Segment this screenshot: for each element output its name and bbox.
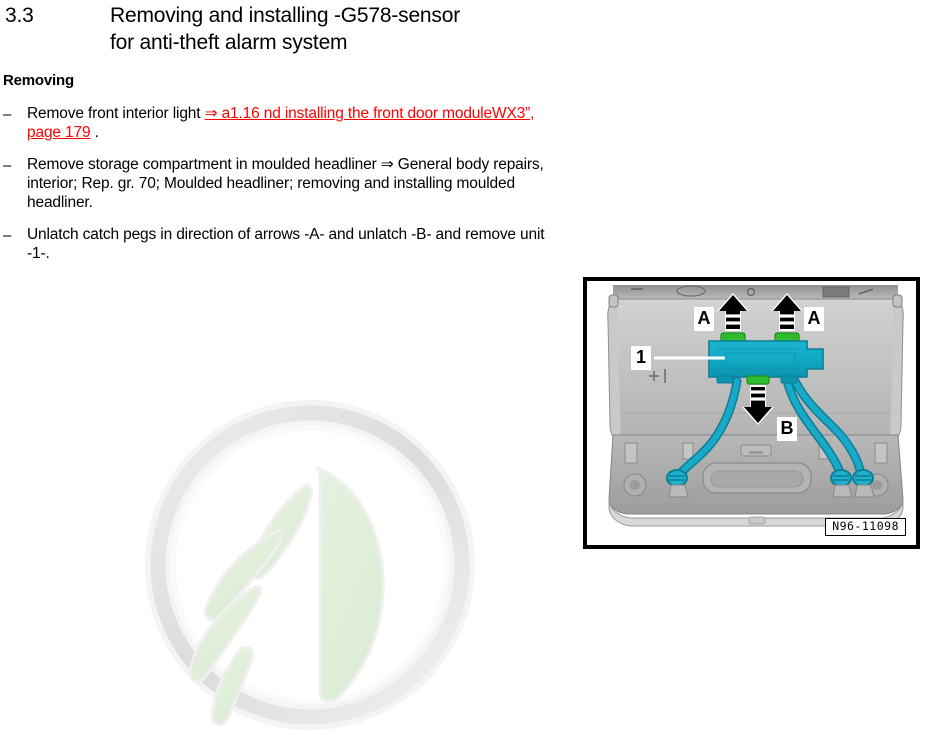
list-item: – Unlatch catch pegs in direction of arr… xyxy=(3,225,563,263)
bullet-dash: – xyxy=(3,157,12,174)
bullet-dash: – xyxy=(3,227,12,244)
arrow-b xyxy=(742,385,774,425)
label-a-right: A xyxy=(804,307,824,331)
skoda-ring xyxy=(145,400,475,730)
bullet-0-pre: Remove front interior light xyxy=(27,105,205,122)
panel-marking xyxy=(649,369,666,383)
list-item: – Remove storage compartment in moulded … xyxy=(3,155,563,212)
section-number: 3.3 xyxy=(5,4,34,27)
section-title-line-2: for anti-theft alarm system xyxy=(110,31,348,54)
label-a-left: A xyxy=(694,307,714,331)
arrow-a-right xyxy=(771,293,803,331)
bullet-0-post: . xyxy=(90,124,99,141)
list-item-text: Remove front interior light ⇒ a1.16 nd i… xyxy=(27,104,563,142)
g578-sensor-unit xyxy=(708,332,824,385)
list-item-text: Unlatch catch pegs in direction of arrow… xyxy=(27,226,545,262)
skoda-wing xyxy=(188,466,385,726)
list-item-text: Remove storage compartment in moulded he… xyxy=(27,156,544,211)
page-title: 3.3 Removing and installing -G578-sensor… xyxy=(5,2,565,56)
bullet-dash: – xyxy=(3,106,12,123)
list-item: – Remove front interior light ⇒ a1.16 nd… xyxy=(3,104,563,142)
wiring-harness-core xyxy=(676,378,864,478)
label-b: B xyxy=(777,417,797,441)
cross-reference-link[interactable]: ⇒ a1.16 nd installing the front door mod… xyxy=(27,105,535,141)
technical-illustration: 1 A A B N96-11098 xyxy=(583,277,920,549)
illustration-canvas: 1 A A B N96-11098 xyxy=(591,285,912,541)
arrow-a-left xyxy=(717,293,749,331)
callout-1-label: 1 xyxy=(631,346,651,370)
cable-connectors xyxy=(666,469,875,498)
skoda-logo-watermark xyxy=(145,400,475,730)
instruction-list: – Remove front interior light ⇒ a1.16 nd… xyxy=(3,104,563,276)
figure-id: N96-11098 xyxy=(825,518,906,536)
subsection-heading: Removing xyxy=(3,72,74,89)
section-title-line-1: Removing and installing -G578-sensor xyxy=(110,4,460,27)
connector-clip-b xyxy=(746,375,770,385)
headliner-sensor-diagram xyxy=(591,285,912,541)
roof-opening xyxy=(613,285,898,301)
